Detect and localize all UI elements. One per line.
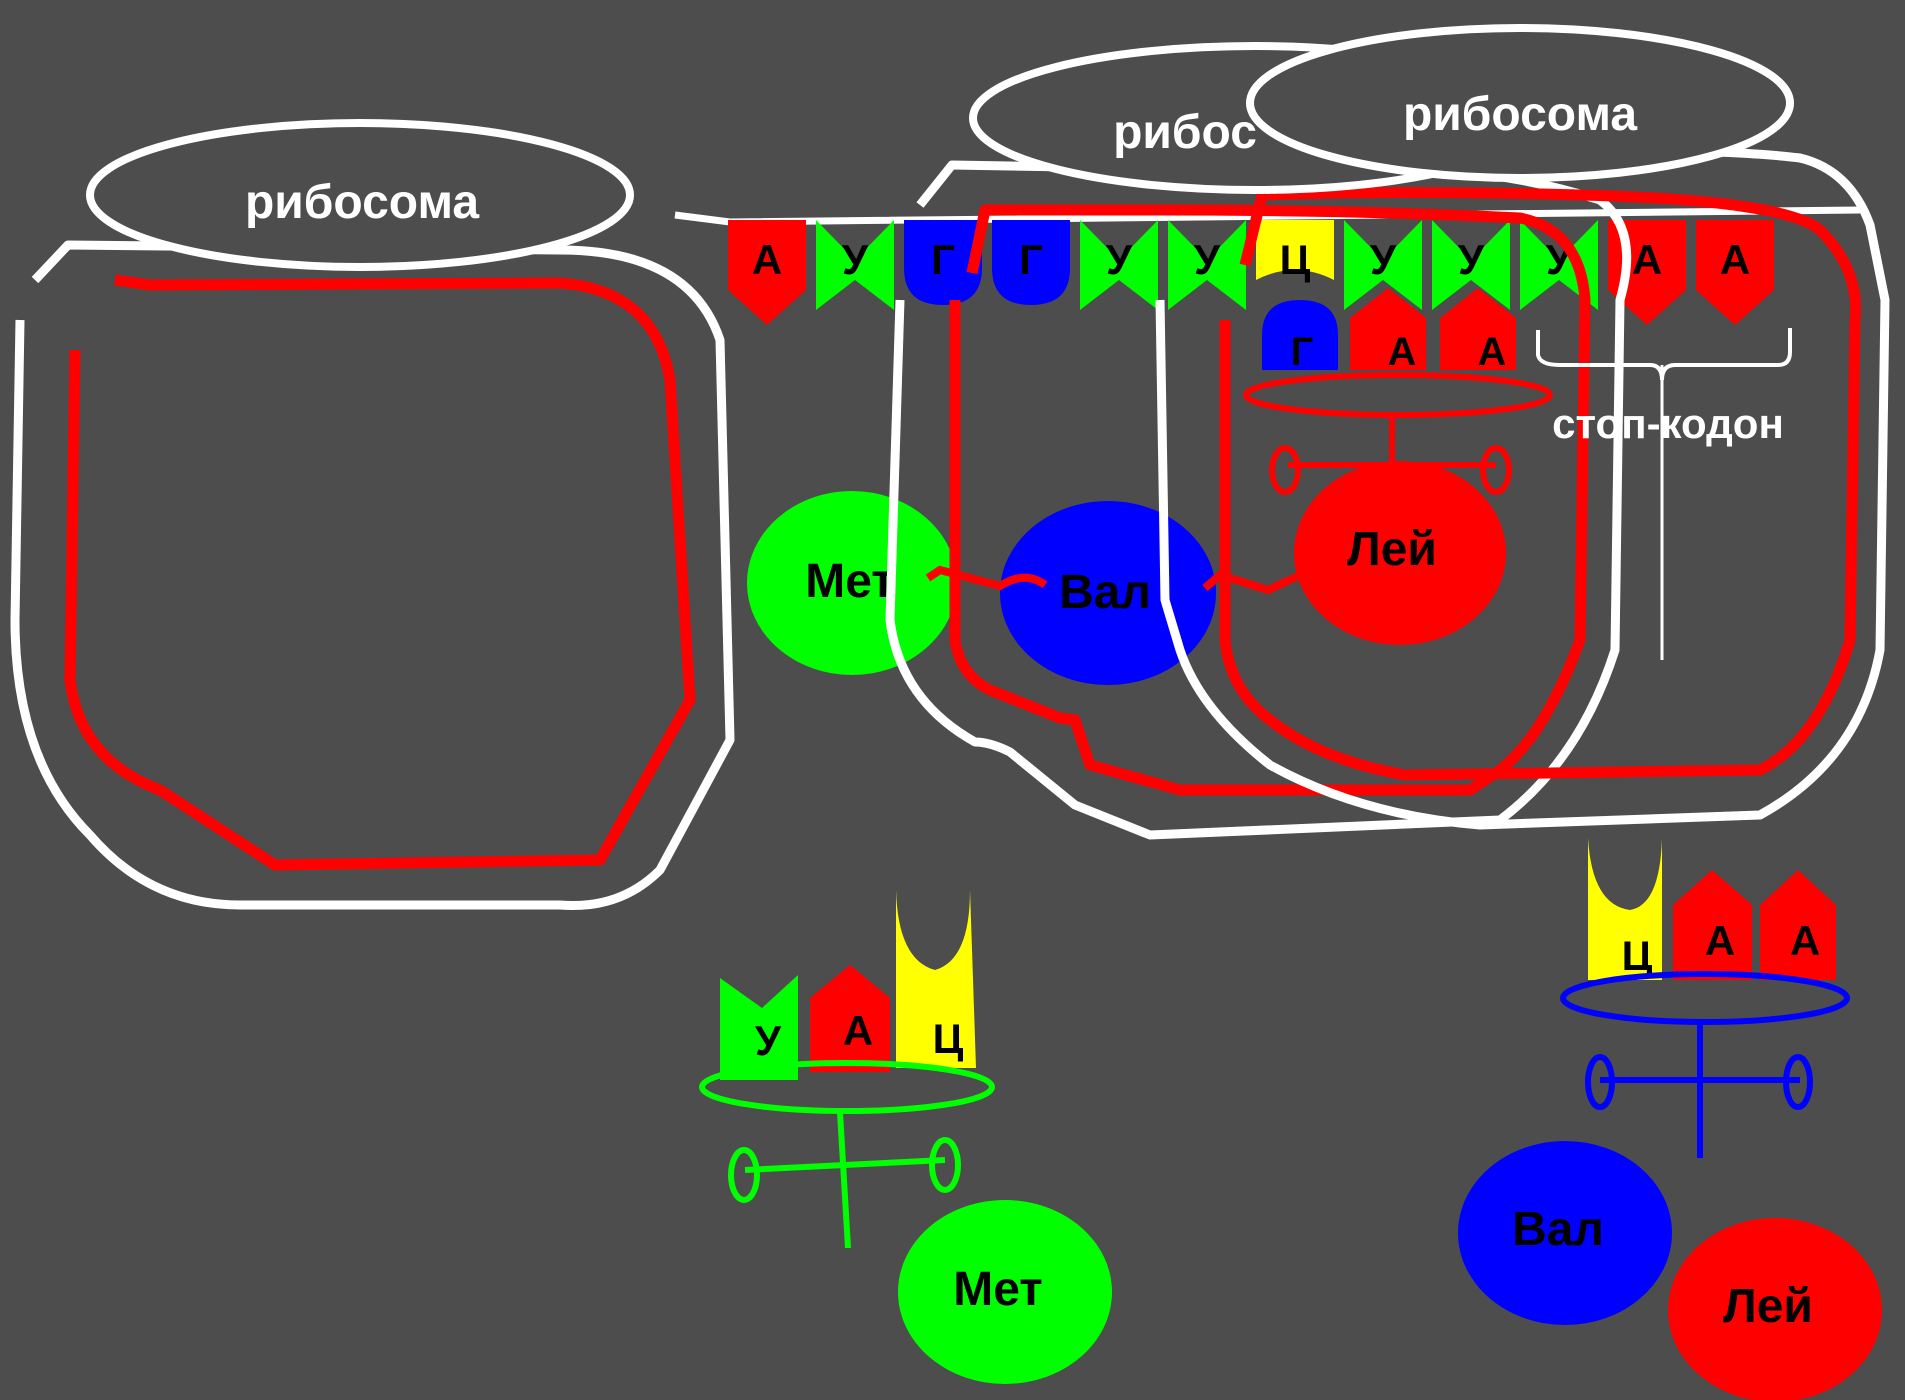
trna-met-amino-acid [898,1200,1112,1384]
trna-met-arm-right [929,1137,961,1193]
ribosome-right-inner [1219,187,1862,781]
ribosome-middle-inner [949,204,1591,796]
ribosome-left-label: рибосома [245,176,479,229]
mrna-nucleotide-label-1: А [752,236,782,283]
trna-bound: Г А А [1243,288,1553,495]
mrna-nucleotide-1 [728,220,806,325]
mrna-nucleotide-label-7: Ц [1280,236,1311,283]
trna-val-a-nucleotide-2 [1760,870,1836,980]
chain-lei-label: Лей [1347,523,1437,576]
trna-bound-g-nucleotide [1262,300,1338,370]
trna-val-arm-right [1783,1054,1813,1110]
ribosome-right-cap [1246,24,1794,182]
trna-bound-arm-left [1269,445,1301,495]
trna-met-u-nucleotide [720,975,798,1080]
trna-met-loop [699,1060,995,1114]
ribosome-middle-label: рибос [1113,106,1257,159]
trna-val-c-nucleotide [1588,838,1662,980]
trna-met-arms [744,1157,946,1173]
trna-val: Ц А А [1560,838,1850,1158]
trna-met-arm-left [728,1147,760,1203]
trna-met-anticodon-1: У [755,1017,782,1064]
mrna-nucleotide-label-11: А [1632,236,1662,283]
trna-met-anticodon-2: А [843,1007,873,1054]
free-lei-label: Лей [1723,1280,1813,1333]
mrna-nucleotide-8 [1344,220,1422,310]
mrna-nucleotide-4 [992,220,1070,305]
trna-bound-anticodon-3: А [1478,330,1507,374]
trna-val-anticodon-1: Ц [1622,932,1653,979]
trna-bound-anticodon-1: Г [1291,330,1314,374]
mrna-nucleotide-label-5: У [1106,236,1133,283]
mrna-nucleotide-label-2: У [842,236,869,283]
mrna-nucleotide-3 [904,220,982,305]
trna-val-anticodon-2: А [1705,917,1735,964]
trna-met-amino-label: Мет [953,1263,1043,1316]
peptide-bond-1 [925,565,1048,591]
trna-bound-anticodon-2: А [1388,330,1417,374]
trna-bound-arm-right [1480,445,1512,495]
free-val-label: Вал [1512,1203,1604,1256]
ribosome-right-label: рибосома [1403,88,1637,141]
trna-met-anticodon-3: Ц [933,1015,964,1062]
trna-met: У А Ц Мет [699,890,1112,1384]
ribosome-left-cap [86,119,634,271]
chain-met-label: Мет [805,555,895,608]
trna-met-c-nucleotide [896,890,976,1068]
trna-met-a-nucleotide [810,965,890,1072]
mrna-nucleotide-label-9: У [1458,236,1485,283]
polypeptide-chain: Мет Вал Лей [747,461,1506,685]
trna-val-anticodon-3: А [1790,917,1820,964]
mrna-nucleotide-9 [1432,220,1510,310]
mrna-nucleotide-label-4: Г [1019,236,1043,283]
chain-met [747,491,957,675]
free-lei [1668,1218,1882,1400]
free-amino-acids: Вал Лей [1458,1141,1882,1400]
chain-val-label: Вал [1059,566,1151,619]
ribosome-left-inner [64,274,696,871]
mrna-nucleotide-6 [1168,220,1246,310]
trna-val-a-nucleotide-1 [1673,870,1752,980]
chain-lei [1294,461,1506,645]
mrna-nucleotide-12 [1696,220,1774,325]
mrna-nucleotide-label-12: А [1720,236,1750,283]
mrna-nucleotide-7 [1256,220,1334,280]
mrna-nucleotide-label-6: У [1194,236,1221,283]
trna-met-stem [837,1111,851,1249]
stop-codon-label: стоп-кодон [1552,400,1784,447]
trna-bound-a-nucleotide-2 [1440,288,1516,370]
mrna-nucleotide-label-8: У [1370,236,1397,283]
ribosome-left-outline [10,240,735,911]
mrna-nucleotide-label-3: Г [931,236,955,283]
trna-val-arm-left [1585,1054,1615,1110]
trna-bound-a-nucleotide-1 [1350,288,1426,370]
free-val [1458,1141,1672,1325]
trna-bound-loop [1243,372,1553,418]
mrna-nucleotide-5 [1080,220,1158,310]
stop-codon-brace [1536,328,1792,381]
mrna-nucleotide-2 [816,220,894,310]
trna-val-loop [1560,971,1850,1025]
ribosome-left: рибосома [10,119,735,911]
peptide-bond-2 [1202,570,1302,595]
